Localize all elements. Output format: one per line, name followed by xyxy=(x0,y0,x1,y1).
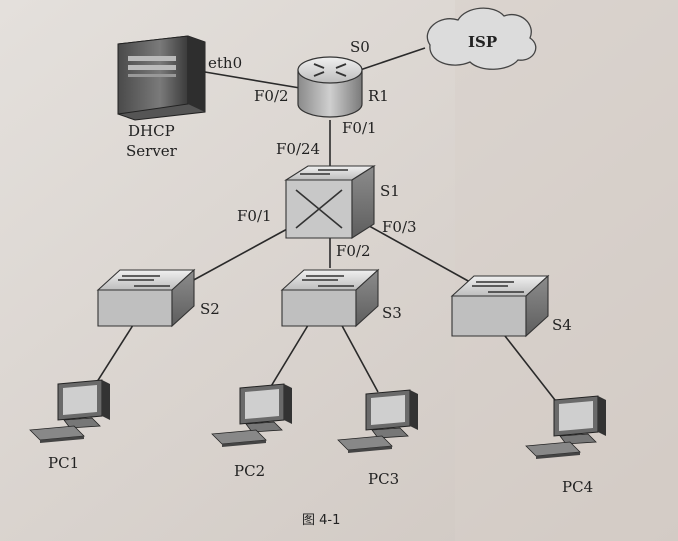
router-r1: R1 S0 F0/2 F0/1 xyxy=(254,38,389,137)
switch-s2: S2 xyxy=(96,268,220,328)
pc2-label: PC2 xyxy=(234,462,265,480)
switch-s4: S4 xyxy=(450,274,572,338)
switch-s2-label: S2 xyxy=(200,300,220,318)
pc-3: PC3 xyxy=(337,389,418,488)
switch-s1: S1 F0/24 F0/1 F0/2 F0/3 xyxy=(237,140,417,260)
links xyxy=(94,47,556,401)
isp-label: ISP xyxy=(468,33,497,51)
dhcp-label-line2: Server xyxy=(126,142,178,160)
pc1-label: PC1 xyxy=(48,454,79,472)
link-s3-pc3 xyxy=(339,321,379,393)
dhcp-label-line1: DHCP xyxy=(128,122,175,140)
computer-icon xyxy=(29,379,110,443)
computer-icon xyxy=(211,383,292,447)
pc-1: PC1 xyxy=(29,379,110,472)
switch-s3-label: S3 xyxy=(382,304,402,322)
s1-port-f03: F0/3 xyxy=(382,218,417,236)
link-dhcp-r1 xyxy=(204,71,301,89)
switch-arrows-icon xyxy=(472,281,524,293)
s1-port-f024: F0/24 xyxy=(276,140,320,158)
figure-caption: 图 4-1 xyxy=(302,513,340,528)
isp-cloud: ISP xyxy=(426,7,537,70)
switch-s4-label: S4 xyxy=(552,316,572,334)
switch-arrows-icon xyxy=(118,275,170,287)
link-s3-pc2 xyxy=(269,321,311,389)
s1-port-f02: F0/2 xyxy=(336,242,371,260)
computer-icon xyxy=(525,395,606,459)
link-s2-pc1 xyxy=(94,321,136,386)
switch-s1-label: S1 xyxy=(380,182,400,200)
server-drive-bays-icon xyxy=(128,56,176,77)
link-s1-s2 xyxy=(189,221,301,283)
link-s1-s4 xyxy=(361,221,471,283)
link-s4-pc4 xyxy=(504,335,556,401)
s1-port-f01: F0/1 xyxy=(237,207,272,225)
dhcp-server: DHCP Server eth0 xyxy=(117,35,242,160)
switch-arrows-icon xyxy=(302,275,354,287)
pc3-label: PC3 xyxy=(368,470,399,488)
router-port-f01: F0/1 xyxy=(342,119,377,137)
link-r1-isp xyxy=(359,47,426,71)
paper-shade xyxy=(455,0,678,541)
router-port-s0: S0 xyxy=(350,38,370,56)
pc4-label: PC4 xyxy=(562,478,593,496)
pc-2: PC2 xyxy=(211,383,292,480)
router-port-f02: F0/2 xyxy=(254,87,289,105)
router-r1-label: R1 xyxy=(368,87,389,105)
dhcp-port-eth0: eth0 xyxy=(208,54,242,72)
switch-cross-arrows-icon xyxy=(295,169,348,229)
computer-icon xyxy=(337,389,418,453)
router-arrows-icon xyxy=(313,63,347,77)
switch-s3: S3 xyxy=(280,268,402,328)
pc-4: PC4 xyxy=(525,395,606,496)
